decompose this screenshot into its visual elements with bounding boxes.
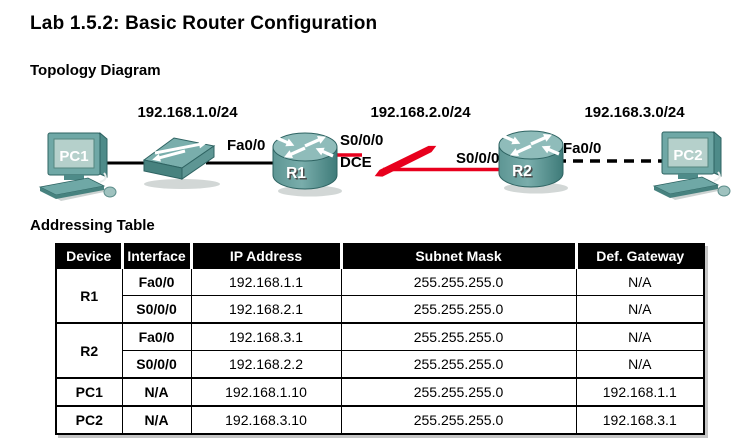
table-row: R1 Fa0/0 192.168.1.1 255.255.255.0 N/A	[55, 267, 705, 324]
mask-cell: 255.255.255.0	[340, 377, 577, 407]
network-label-2: 192.168.2.0/24	[370, 104, 471, 121]
col-header-device: Device	[56, 244, 122, 268]
device-cell-pc1: PC1	[55, 377, 123, 407]
interface-cell: S0/0/0	[121, 295, 192, 324]
gateway-cell: N/A	[575, 295, 705, 324]
ip-cell: 192.168.3.10	[190, 405, 342, 435]
mask-cell: 255.255.255.0	[340, 295, 577, 324]
mask-cell: 255.255.255.0	[340, 350, 577, 379]
r2-fa00-label: Fa0/0	[563, 140, 602, 157]
interface-cell: N/A	[121, 377, 192, 407]
col-header-ip: IP Address	[189, 244, 341, 268]
lightning-bolt-icon	[374, 145, 437, 177]
device-cell-r2: R2	[55, 322, 123, 379]
col-header-interface: Interface	[120, 244, 191, 268]
pc2-label: PC2	[673, 147, 702, 164]
pc1-label: PC1	[59, 148, 88, 165]
ip-cell: 192.168.2.2	[190, 350, 342, 379]
page-title: Lab 1.5.2: Basic Router Configuration	[30, 13, 378, 34]
gateway-cell: N/A	[575, 322, 705, 351]
table-row: PC1 N/A 192.168.1.10 255.255.255.0 192.1…	[55, 377, 705, 407]
r2-s000-label: S0/0/0	[456, 150, 500, 167]
ip-cell: 192.168.3.1	[190, 322, 342, 351]
device-cell-r1: R1	[55, 267, 123, 324]
mask-cell: 255.255.255.0	[340, 322, 577, 351]
table-row: PC2 N/A 192.168.3.10 255.255.255.0 192.1…	[55, 405, 705, 435]
serial-link-r1-r2	[333, 145, 508, 177]
table-header-row: Device Interface IP Address Subnet Mask …	[56, 244, 704, 268]
addressing-table: Device Interface IP Address Subnet Mask …	[55, 243, 705, 435]
topology-section-heading: Topology Diagram	[30, 62, 161, 79]
gateway-cell: N/A	[575, 350, 705, 379]
gateway-cell: N/A	[575, 267, 705, 296]
r1-fa00-label: Fa0/0	[227, 137, 266, 154]
col-header-gateway: Def. Gateway	[574, 244, 704, 268]
interface-cell: N/A	[121, 405, 192, 435]
switch-shadow	[144, 179, 220, 189]
ip-cell: 192.168.1.1	[190, 267, 342, 296]
interface-cell: S0/0/0	[121, 350, 192, 379]
interface-cell: Fa0/0	[121, 267, 192, 296]
mask-cell: 255.255.255.0	[340, 267, 577, 296]
r1-label-shadow: R1	[288, 167, 308, 184]
dce-label: DCE	[340, 154, 372, 171]
r2-label: R2	[512, 163, 532, 180]
topology-diagram: PC1 PC2 R1 R1 R2 R2	[39, 130, 731, 202]
table-row: S0/0/0 192.168.2.2 255.255.255.0 N/A	[56, 350, 705, 379]
gateway-cell: 192.168.3.1	[575, 405, 705, 435]
ip-cell: 192.168.1.10	[190, 377, 342, 407]
device-cell-pc2: PC2	[55, 405, 123, 435]
r2-label-shadow: R2	[514, 165, 534, 182]
ip-cell: 192.168.2.1	[190, 295, 342, 324]
r1-label: R1	[286, 165, 306, 182]
table-row: R2 Fa0/0 192.168.3.1 255.255.255.0 N/A	[55, 322, 705, 379]
mask-cell: 255.255.255.0	[340, 405, 577, 435]
col-header-mask: Subnet Mask	[339, 244, 576, 268]
network-label-1: 192.168.1.0/24	[137, 104, 238, 121]
switch-icon	[143, 137, 215, 180]
pc2-icon	[653, 131, 731, 201]
addressing-table-heading: Addressing Table	[30, 217, 155, 234]
gateway-cell: 192.168.1.1	[575, 377, 705, 407]
network-label-3: 192.168.3.0/24	[584, 104, 685, 121]
r1-s000-label: S0/0/0	[340, 132, 384, 149]
table-row: S0/0/0 192.168.2.1 255.255.255.0 N/A	[56, 295, 705, 324]
pc1-icon	[39, 132, 117, 202]
interface-cell: Fa0/0	[121, 322, 192, 351]
